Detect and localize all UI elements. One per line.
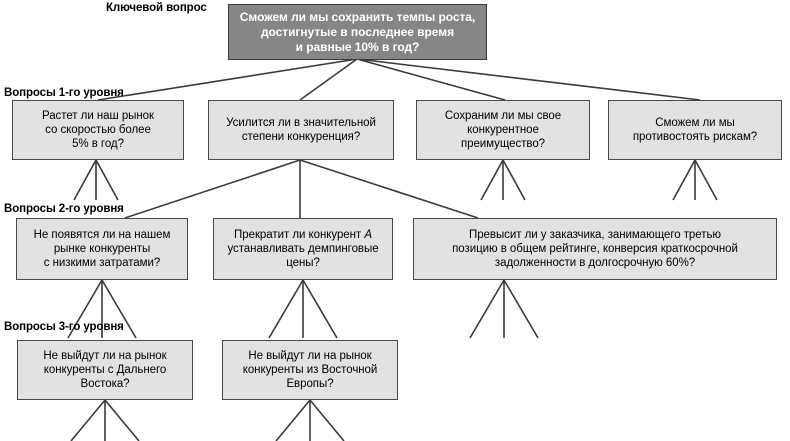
node-l1-1-line-2: со скоростью более xyxy=(45,124,151,136)
node-l2-2-line-1: Прекратит ли конкурент xyxy=(234,229,365,241)
fan-l2-3-right xyxy=(503,279,539,339)
node-l1-2-line-1: Усилится ли в значительной xyxy=(226,117,376,129)
edge-l1-2-to-l2-1 xyxy=(124,159,301,219)
level-label-key-question: Ключевой вопрос xyxy=(106,2,207,14)
node-l1-3-line-3: преимущество? xyxy=(460,138,546,150)
fan-l3-1-right xyxy=(104,399,140,441)
node-l3-2-line-2: конкуренты из Восточной xyxy=(242,364,378,376)
node-l2-competitor-a-dumping[interactable]: Прекратит ли конкурент A устанавливать д… xyxy=(213,218,393,280)
node-l1-market-growth[interactable]: Растет ли наш рынок со скоростью более 5… xyxy=(12,100,184,160)
edge-root-to-l1-1 xyxy=(97,58,358,101)
edge-l1-2-to-l2-3 xyxy=(299,159,479,219)
node-l2-low-cost-competitors[interactable]: Не появятся ли на нашем рынке конкуренты… xyxy=(16,218,188,280)
node-l3-far-east-competitors[interactable]: Не выйдут ли на рынок конкуренты с Дальн… xyxy=(17,340,193,400)
node-l1-competition-increase[interactable]: Усилится ли в значительной степени конку… xyxy=(208,100,394,160)
edge-root-to-l1-2 xyxy=(299,58,358,101)
node-l1-4-line-2: противостоять рискам? xyxy=(632,131,758,143)
level-label-tier-2: Вопросы 2-го уровня xyxy=(4,203,124,215)
fan-l1-3-right xyxy=(502,159,526,201)
node-l3-1-line-1: Не выйдут ли на рынок xyxy=(43,350,167,362)
node-l2-1-line-1: Не появятся ли на нашем xyxy=(33,229,171,241)
node-l3-eastern-europe-competitors[interactable]: Не выйдут ли на рынок конкуренты из Вост… xyxy=(222,340,398,400)
edge-root-to-l1-4 xyxy=(356,58,701,101)
node-l2-customer-debt-conversion[interactable]: Превысит ли у заказчика, занимающего тре… xyxy=(413,218,777,280)
fan-l1-1-right xyxy=(95,159,119,201)
fan-l3-1-left xyxy=(70,399,106,441)
node-l1-4-line-1: Сможем ли мы xyxy=(655,117,735,129)
fan-l2-2-right xyxy=(302,279,338,339)
node-key-question-line-2: достигнутые в последнее время xyxy=(260,24,455,39)
fan-l1-4-left xyxy=(672,159,696,201)
node-key-question[interactable]: Сможем ли мы сохранить темпы роста, дост… xyxy=(228,4,487,60)
node-key-question-line-3: и равные 10% в год? xyxy=(295,39,420,54)
node-l2-2-line-3: цены? xyxy=(286,257,320,269)
node-l2-3-line-3: задолженности в долгосрочную 60%? xyxy=(494,257,696,269)
node-l2-2-competitor-letter: A xyxy=(364,229,372,241)
fan-l2-2-left xyxy=(268,279,304,339)
node-l1-2-line-2: степени конкуренция? xyxy=(241,131,361,143)
node-l1-withstand-risks[interactable]: Сможем ли мы противостоять рискам? xyxy=(608,100,782,160)
fan-l2-3-left xyxy=(469,279,505,339)
fan-l1-3-left xyxy=(480,159,504,201)
node-l1-3-line-2: конкурентное xyxy=(467,124,539,136)
node-l2-3-line-1: Превысит ли у заказчика, занимающего тре… xyxy=(469,229,721,241)
node-l3-1-line-3: Востока? xyxy=(80,378,130,390)
node-key-question-line-1: Сможем ли мы сохранить темпы роста, xyxy=(239,9,476,24)
node-l2-3-line-2: позицию в общем рейтинге, конверсия крат… xyxy=(452,243,738,255)
node-l3-2-line-3: Европы? xyxy=(286,378,334,390)
level-label-tier-1: Вопросы 1-го уровня xyxy=(4,87,124,99)
node-l2-2-line-2: устанавливать демпинговые xyxy=(227,243,379,255)
node-l1-competitive-advantage[interactable]: Сохраним ли мы свое конкурентное преимущ… xyxy=(416,100,590,160)
edge-root-to-l1-3 xyxy=(356,58,506,101)
fan-l3-2-left xyxy=(275,399,311,441)
node-l2-1-line-3: с низкими затратами? xyxy=(43,257,161,269)
fan-l1-4-right xyxy=(694,159,718,201)
node-l1-3-line-1: Сохраним ли мы свое xyxy=(444,110,562,122)
node-l2-1-line-2: рынке конкуренты xyxy=(53,243,151,255)
fan-l1-1-left xyxy=(73,159,97,201)
level-label-tier-3: Вопросы 3-го уровня xyxy=(4,321,124,333)
node-l3-2-line-1: Не выйдут ли на рынок xyxy=(248,350,372,362)
node-l1-1-line-3: 5% в год? xyxy=(72,138,124,150)
fan-l3-2-right xyxy=(309,399,345,441)
node-l1-1-line-1: Растет ли наш рынок xyxy=(41,110,155,122)
node-l3-1-line-2: конкуренты с Дальнего xyxy=(43,364,167,376)
